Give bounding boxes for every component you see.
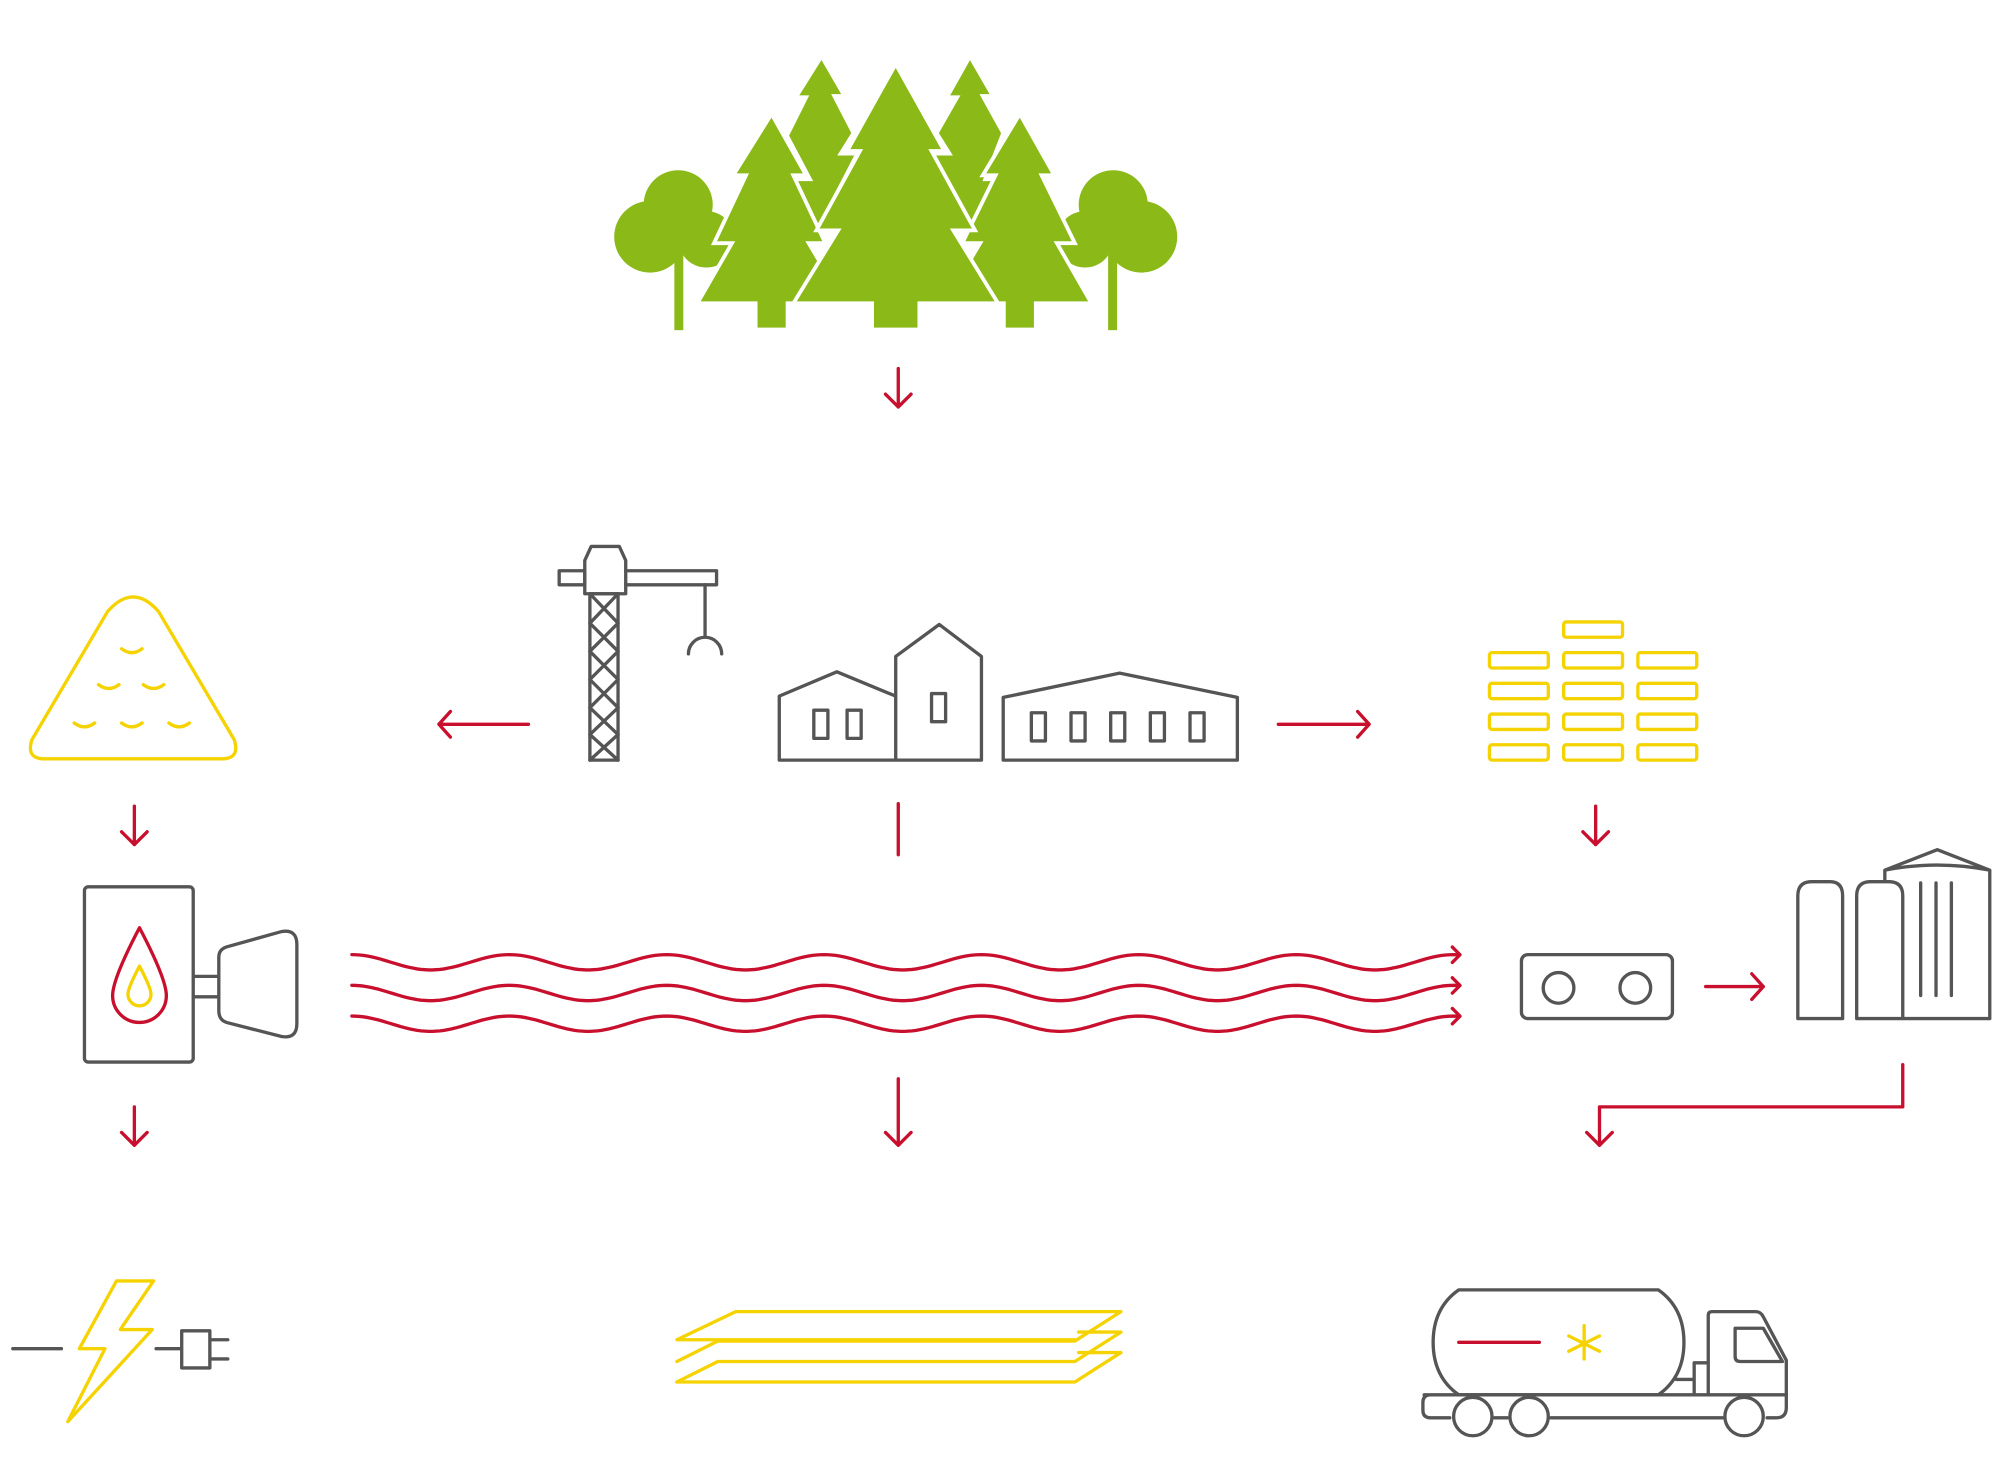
lumber-plank: [1636, 681, 1699, 701]
lumber-plank: [1487, 681, 1550, 701]
heat-flow-waves: [350, 945, 1462, 1034]
lumber-plank: [1561, 620, 1625, 639]
flow-wave: [350, 976, 1462, 1003]
forest-icon: [614, 52, 1178, 331]
electricity-icon: [11, 1279, 230, 1424]
lumber-plank: [1561, 650, 1625, 670]
arrow-boiler-to-electricity: [119, 1105, 149, 1147]
flame-icon: [110, 926, 169, 1025]
lightning-bolt-icon: [66, 1279, 156, 1424]
factory-icon: [777, 622, 1240, 762]
arrow-to-crane: [437, 709, 531, 739]
flow-arrows: [119, 366, 1905, 1147]
lumber-plank: [1636, 650, 1699, 670]
silo-icon: [1796, 848, 1992, 1021]
arrow-sawdust-to-boiler: [119, 804, 149, 847]
sawdust-pile-icon: [28, 595, 238, 761]
arrow-forest-to-sawmill: [883, 366, 913, 409]
tanker-truck-icon: [1421, 1288, 1788, 1438]
lumber-plank: [1561, 743, 1625, 762]
lumber-plank: [1636, 712, 1699, 732]
arrow-press-to-silos: [1704, 972, 1765, 1002]
lumber-plank: [1561, 712, 1625, 732]
lumber-plank: [1487, 743, 1550, 762]
boards-icon: [675, 1309, 1123, 1384]
lumber-plank: [1487, 650, 1550, 670]
crane-icon: [557, 544, 724, 762]
boiler-icon: [82, 885, 299, 1064]
lumber-plank: [1636, 743, 1699, 762]
arrow-to-lumber: [1276, 709, 1371, 739]
flow-wave: [350, 945, 1462, 972]
lumber-stack-icon: [1487, 620, 1699, 762]
arrow-to-boards: [883, 1077, 913, 1147]
arrow-silos-to-tanker: [1585, 1062, 1905, 1147]
arrow-lumber-to-press: [1581, 804, 1611, 847]
flow-wave: [350, 1006, 1462, 1034]
lumber-plank: [1561, 681, 1625, 701]
press-icon: [1519, 952, 1675, 1021]
lumber-plank: [1487, 712, 1550, 732]
